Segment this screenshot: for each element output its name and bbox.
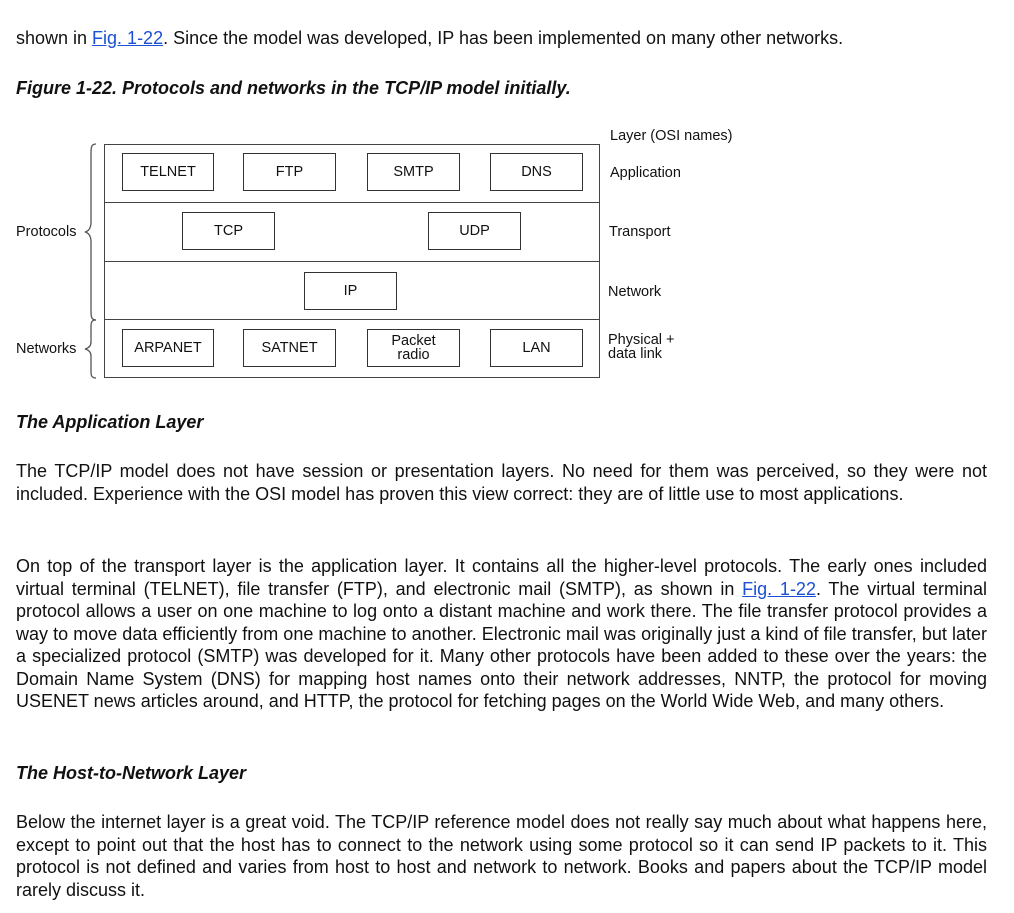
packet-radio-label-line2: radio [397, 347, 430, 363]
physical-layer-label: Physical + data link [608, 332, 675, 362]
application-para-2: On top of the transport layer is the app… [16, 555, 987, 713]
tcp-box: TCP [182, 212, 275, 250]
udp-box: UDP [428, 212, 521, 250]
transport-layer-band [104, 202, 600, 262]
intro-text-after: . Since the model was developed, IP has … [163, 28, 844, 48]
host-to-network-para: Below the internet layer is a great void… [16, 812, 987, 900]
application-layer-heading: The Application Layer [16, 412, 204, 432]
layer-header: Layer (OSI names) [610, 128, 733, 144]
dns-box: DNS [490, 153, 583, 191]
application-para-2-after: . The virtual terminal protocol allows a… [16, 578, 987, 712]
physical-layer-label-line2: data link [608, 346, 663, 362]
satnet-label: SATNET [261, 340, 318, 356]
ftp-box: FTP [243, 153, 336, 191]
intro-paragraph: shown in Fig. 1-22. Since the model was … [16, 27, 987, 50]
telnet-box: TELNET [122, 153, 214, 191]
network-layer-label: Network [608, 284, 662, 300]
satnet-box: SATNET [243, 329, 336, 367]
tcp-label: TCP [214, 223, 243, 239]
packet-radio-box: Packet radio [367, 329, 460, 367]
udp-label: UDP [459, 223, 490, 239]
arpanet-label: ARPANET [134, 340, 202, 356]
networks-group-label: Networks [16, 341, 77, 357]
arpanet-box: ARPANET [122, 329, 214, 367]
host-to-network-heading: The Host-to-Network Layer [16, 763, 247, 783]
ftp-label: FTP [275, 164, 304, 180]
protocols-brace [84, 143, 97, 321]
smtp-label: SMTP [393, 164, 434, 180]
figure-link-2[interactable]: Fig. 1-22 [742, 578, 816, 599]
packet-radio-label-line1: Packet [391, 333, 436, 349]
application-layer-label: Application [610, 165, 681, 181]
tcpip-model-diagram: TELNET FTP SMTP DNS TCP UDP IP ARPANET S… [0, 120, 800, 390]
telnet-label: TELNET [140, 164, 196, 180]
transport-layer-label: Transport [609, 224, 671, 240]
lan-box: LAN [490, 329, 583, 367]
networks-brace [84, 319, 97, 379]
application-para-2-before: On top of the transport layer is the app… [16, 556, 987, 599]
smtp-box: SMTP [367, 153, 460, 191]
physical-layer-label-line1: Physical + [608, 332, 675, 348]
ip-label: IP [343, 283, 358, 299]
intro-text-before: shown in [16, 28, 93, 48]
physical-layer-band [104, 319, 600, 378]
dns-label: DNS [521, 164, 552, 180]
application-para-1: The TCP/IP model does not have session o… [16, 461, 987, 504]
figure-caption: Figure 1-22. Protocols and networks in t… [16, 78, 571, 98]
figure-link[interactable]: Fig. 1-22 [92, 28, 164, 48]
lan-label: LAN [522, 340, 551, 356]
protocols-group-label: Protocols [16, 224, 77, 240]
ip-box: IP [304, 272, 397, 310]
